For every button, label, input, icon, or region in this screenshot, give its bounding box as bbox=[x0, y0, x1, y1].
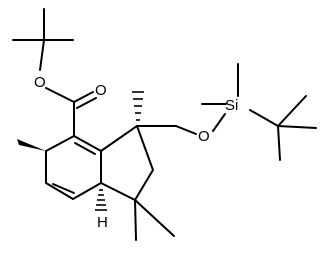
bond-si-tbu-methyl-right bbox=[277, 125, 317, 129]
bond-ether-o-to-si bbox=[212, 113, 226, 132]
silicon-label: Si bbox=[225, 97, 238, 114]
bond-ring-c3a-c4 bbox=[73, 135, 102, 152]
carbonyl-oxygen-label: O bbox=[95, 82, 107, 99]
bond-tbu-to-ester-o bbox=[39, 39, 45, 71]
bond-ring-c3a-c3 bbox=[100, 125, 138, 152]
bond-si-tbu-methyl-down bbox=[277, 125, 281, 161]
bond-ring-c1-c7a bbox=[100, 182, 136, 201]
ester-group: O O bbox=[34, 74, 107, 137]
six-membered-ring bbox=[45, 135, 102, 200]
ether-oxygen-label: O bbox=[198, 128, 210, 145]
bond-ring-c7-c7-inner bbox=[52, 183, 75, 194]
wedge-bond-c5-methyl bbox=[17, 139, 46, 151]
bond-ring-c2-c1 bbox=[134, 169, 154, 201]
hydrogen-label: H bbox=[97, 214, 108, 231]
bond-c1-methyl-right bbox=[134, 199, 175, 237]
ester-oxygen-label: O bbox=[34, 74, 46, 91]
tert-butyl-ester-group bbox=[12, 8, 74, 71]
bond-si-tbu-methyl-up bbox=[277, 95, 307, 127]
bond-ring-c4-c5 bbox=[45, 135, 75, 152]
hashed-bond-c7a-h bbox=[95, 189, 107, 211]
bond-ring-c3a-c4-inner bbox=[74, 142, 96, 155]
bond-ring-c6-c7 bbox=[45, 182, 74, 200]
five-membered-ring bbox=[100, 125, 154, 201]
bond-ring-c7-c7a bbox=[72, 182, 102, 200]
tert-butyl-dimethylsilyl-group bbox=[201, 63, 317, 161]
silyl-ether-chain: O Si bbox=[136, 97, 238, 145]
bond-ch2-to-ether-o bbox=[175, 125, 197, 135]
gem-dimethyl-group bbox=[134, 199, 175, 241]
bond-si-to-tbu-c bbox=[249, 109, 279, 127]
hashed-bond-c3-methyl bbox=[132, 91, 144, 121]
bond-carbonyl-c-to-o bbox=[73, 91, 94, 103]
bond-carbonyl-c-to-o-second bbox=[76, 97, 97, 109]
bond-ring-c3-c2 bbox=[136, 125, 154, 171]
bond-c1-methyl-down bbox=[134, 199, 137, 241]
bond-ester-o-to-carbonyl-c bbox=[45, 87, 75, 103]
